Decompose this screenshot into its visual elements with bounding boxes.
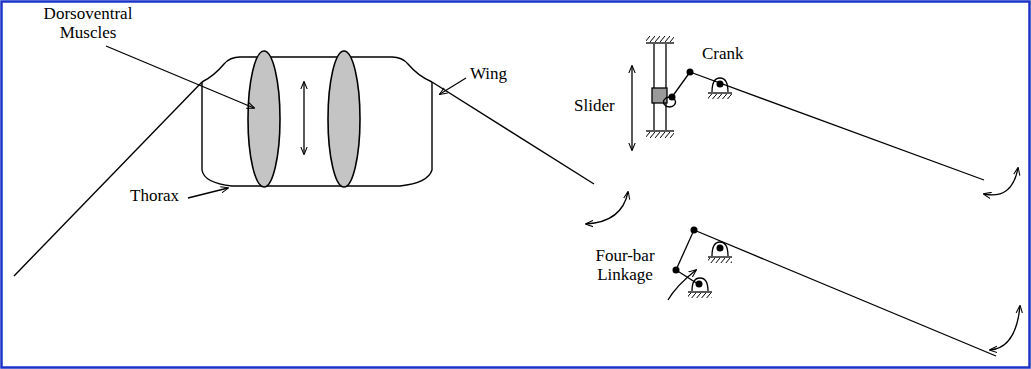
- coupler-link: [672, 72, 690, 97]
- pivot: [717, 81, 724, 88]
- pivot-support: [712, 78, 728, 92]
- flap-arrow: [990, 306, 1020, 350]
- joint: [669, 94, 676, 101]
- pivot: [717, 245, 724, 252]
- pivot-support: [712, 242, 728, 256]
- ground-hatch: [646, 36, 674, 42]
- left-wing: [14, 82, 202, 276]
- muscle-right: [328, 51, 360, 187]
- wing-crank: [690, 72, 984, 180]
- right-wing: [432, 82, 594, 184]
- thorax-top: [202, 57, 432, 82]
- slider-rail: [665, 44, 666, 130]
- leader-arrow: [440, 78, 466, 94]
- ground-line: [708, 92, 732, 93]
- part-label: Wing: [470, 64, 507, 83]
- flap-arrow: [984, 168, 1018, 195]
- motion-arrow: [303, 82, 304, 154]
- part-label: Crank: [702, 44, 744, 63]
- wing-rocker: [694, 230, 996, 356]
- ground-hatch: [708, 258, 732, 263]
- pivot-support: [692, 278, 708, 291]
- ground-line: [688, 291, 712, 292]
- part-label: Dorsoventral Muscles: [32, 4, 144, 42]
- ground-hatch: [646, 132, 674, 138]
- joint: [691, 227, 698, 234]
- muscle-left: [248, 51, 280, 187]
- rotation-arrow: [668, 270, 696, 300]
- part-label: Thorax: [130, 186, 179, 205]
- ground-hatch: [708, 94, 732, 99]
- part-label: Slider: [574, 96, 615, 115]
- joint: [687, 69, 694, 76]
- rocker-link: [676, 230, 694, 270]
- slider-arrow: [631, 66, 632, 150]
- slider-rail: [653, 44, 654, 130]
- slider-block: [652, 88, 667, 103]
- flap-arrow: [586, 192, 628, 224]
- part-label: Four-bar Linkage: [586, 246, 664, 284]
- ground-hatch: [688, 293, 712, 298]
- pivot: [696, 281, 703, 288]
- joint: [673, 267, 680, 274]
- ground-line: [646, 42, 674, 43]
- ground-line: [646, 130, 674, 131]
- thorax-body: [202, 82, 432, 186]
- leader-arrow: [106, 46, 254, 108]
- ground-line: [708, 256, 732, 257]
- leader-arrow: [188, 188, 228, 198]
